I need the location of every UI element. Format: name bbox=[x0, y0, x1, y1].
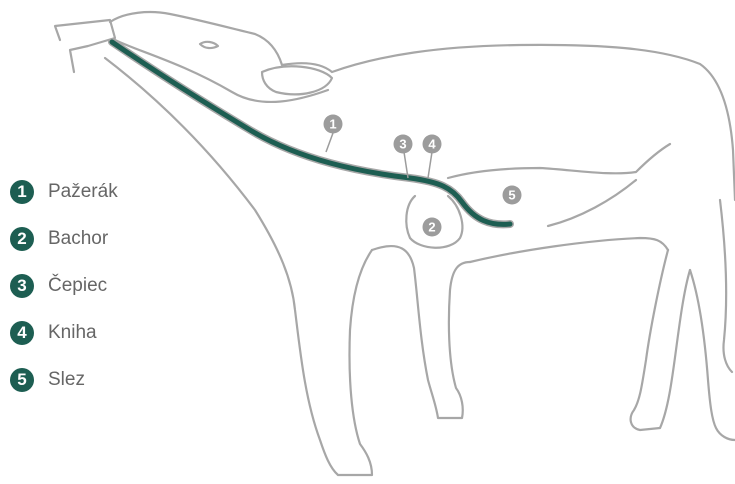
marker-1: 1 bbox=[324, 115, 343, 134]
marker-4: 4 bbox=[423, 135, 442, 154]
legend-number-badge: 3 bbox=[10, 274, 34, 298]
legend-number-badge: 5 bbox=[10, 368, 34, 392]
hind-leg-1 bbox=[631, 250, 690, 430]
ear bbox=[262, 66, 332, 94]
svg-text:2: 2 bbox=[428, 220, 435, 235]
legend-item-reticulum: 3 Čepiec bbox=[10, 274, 118, 298]
rumen-outline bbox=[448, 144, 670, 226]
legend-label: Pažerák bbox=[48, 181, 118, 203]
legend-label: Bachor bbox=[48, 228, 108, 250]
tail bbox=[720, 200, 732, 372]
bottle-nipple bbox=[55, 20, 115, 72]
legend-number-badge: 4 bbox=[10, 321, 34, 345]
legend-number-badge: 1 bbox=[10, 180, 34, 204]
legend-item-abomasum: 5 Slez bbox=[10, 368, 118, 392]
marker-3: 3 bbox=[394, 135, 413, 154]
legend: 1 Pažerák 2 Bachor 3 Čepiec 4 Kniha 5 Sl… bbox=[10, 180, 118, 415]
belly-line bbox=[470, 238, 668, 262]
hind-leg-2 bbox=[690, 270, 735, 440]
legend-item-esophagus: 1 Pažerák bbox=[10, 180, 118, 204]
marker-2: 2 bbox=[423, 218, 442, 237]
legend-label: Slez bbox=[48, 369, 85, 391]
svg-text:3: 3 bbox=[399, 137, 406, 152]
calf-outline bbox=[55, 12, 735, 475]
marker-5: 5 bbox=[503, 186, 522, 205]
svg-text:5: 5 bbox=[508, 188, 515, 203]
legend-label: Čepiec bbox=[48, 275, 107, 297]
eye bbox=[200, 42, 218, 48]
legend-item-rumen: 2 Bachor bbox=[10, 227, 118, 251]
front-leg-2 bbox=[372, 246, 470, 418]
svg-text:4: 4 bbox=[428, 137, 436, 152]
svg-text:1: 1 bbox=[329, 117, 336, 132]
legend-number-badge: 2 bbox=[10, 227, 34, 251]
legend-item-omasum: 4 Kniha bbox=[10, 321, 118, 345]
legend-label: Kniha bbox=[48, 322, 97, 344]
